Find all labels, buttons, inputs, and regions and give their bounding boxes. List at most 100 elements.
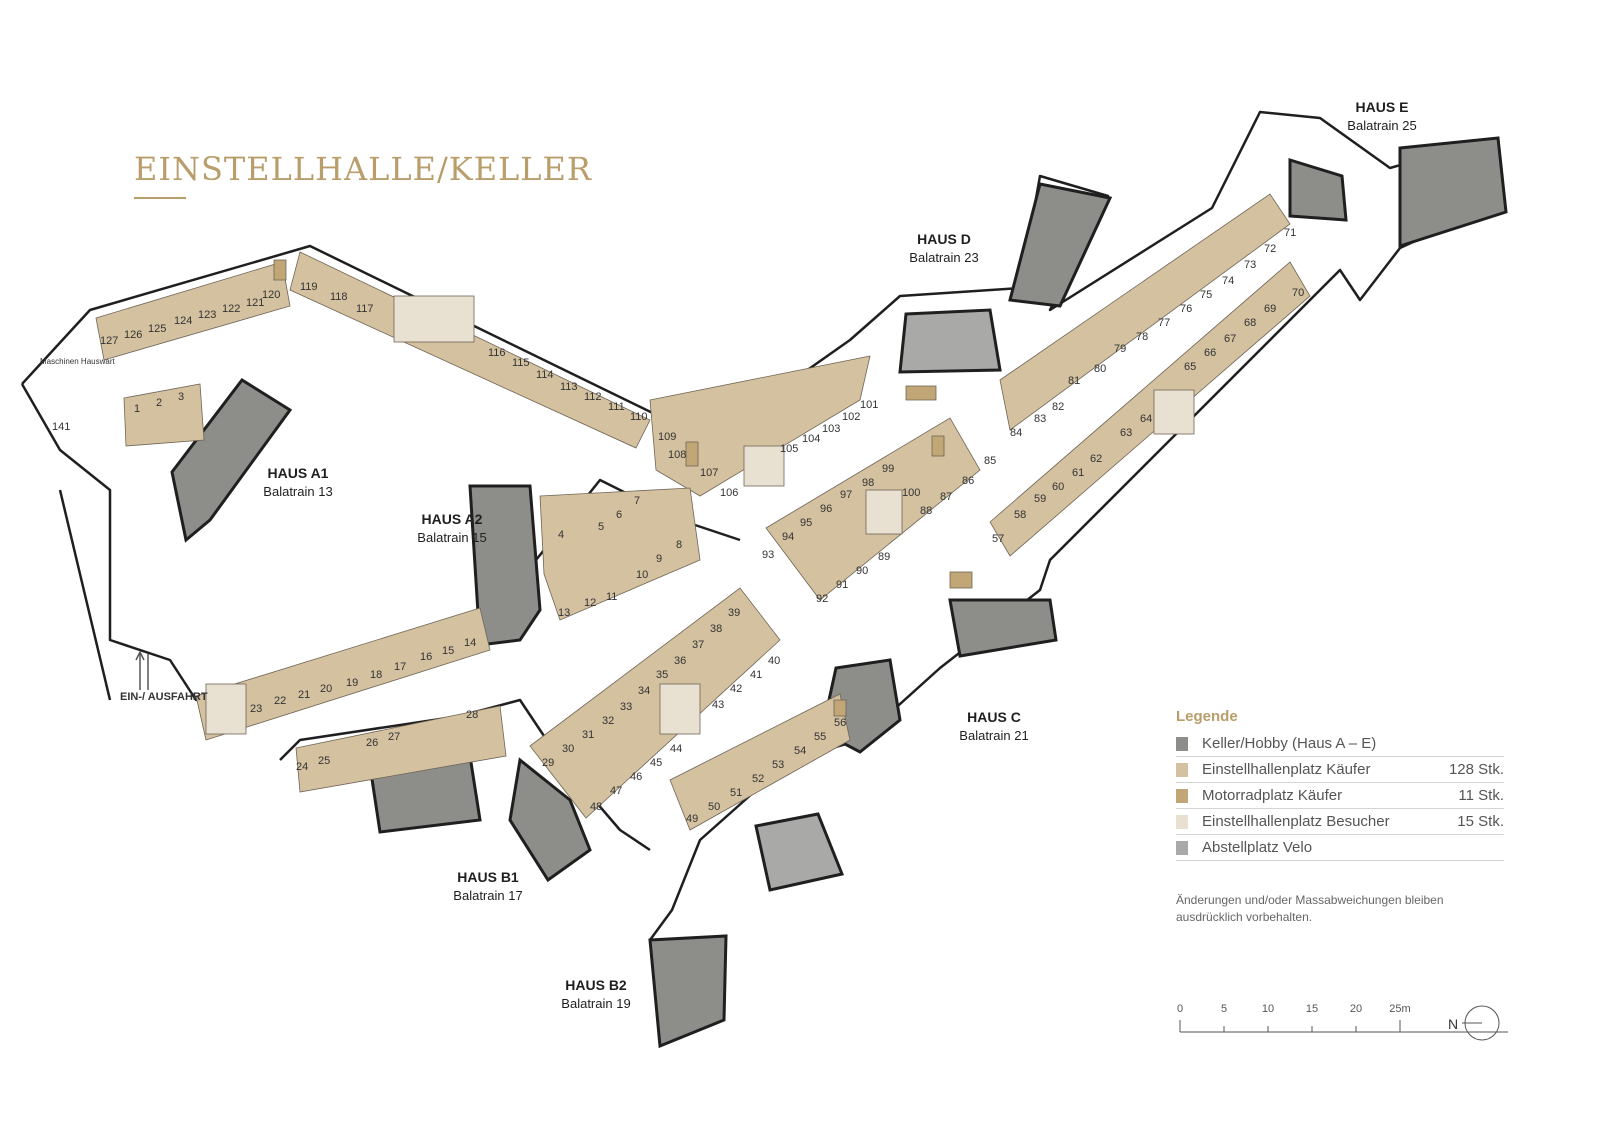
spot-label: 38 bbox=[710, 623, 722, 635]
spot-label: 64 bbox=[1140, 413, 1152, 425]
spot-label: 19 bbox=[346, 677, 358, 689]
spot-label: 93 bbox=[762, 549, 774, 561]
spot-label: 14 bbox=[464, 637, 476, 649]
spot-label: 102 bbox=[842, 411, 860, 423]
spot-label: 122 bbox=[222, 303, 240, 315]
legend-label: Einstellhallenplatz Käufer bbox=[1202, 761, 1371, 778]
keller-haus-d2 bbox=[898, 308, 1002, 374]
spot-label: 95 bbox=[800, 517, 812, 529]
keller-haus-e2 bbox=[1288, 157, 1348, 222]
house-d-address: Balatrain 23 bbox=[909, 250, 978, 265]
house-b1-name: HAUS B1 bbox=[457, 869, 519, 885]
spot-label: 12 bbox=[584, 597, 596, 609]
scale-tick-label: 15 bbox=[1306, 1003, 1318, 1015]
spot-label: 15 bbox=[442, 645, 454, 657]
spot-label: 121 bbox=[246, 297, 264, 309]
house-d-name: HAUS D bbox=[917, 231, 971, 247]
special-spots bbox=[205, 259, 1195, 735]
spot-numbers: 1 2 3 141 127 126 125 124 123 122 121 12… bbox=[52, 227, 1304, 825]
spot-label: 10 bbox=[636, 569, 648, 581]
spot-label: 119 bbox=[300, 281, 318, 293]
disclaimer-note: Änderungen und/oder Massabweichungen ble… bbox=[1176, 893, 1444, 924]
spot-label: 104 bbox=[802, 433, 820, 445]
band-29-48 bbox=[529, 587, 781, 819]
spot-label: 106 bbox=[720, 487, 738, 499]
spot-label: 54 bbox=[794, 745, 806, 757]
spot-label: 84 bbox=[1010, 427, 1022, 439]
spot-label: 74 bbox=[1222, 275, 1234, 287]
legend-row-motorrad: Motorradplatz Käufer 11 Stk. bbox=[1176, 783, 1504, 809]
keller-haus-e bbox=[1398, 136, 1508, 249]
spot-label: 83 bbox=[1034, 413, 1046, 425]
legend-count: 128 Stk. bbox=[1448, 761, 1504, 778]
spot-label: 68 bbox=[1244, 317, 1256, 329]
motorrad-138 bbox=[273, 259, 287, 281]
keller-haus-a1 bbox=[170, 378, 293, 543]
spot-label: 69 bbox=[1264, 303, 1276, 315]
house-c-name: HAUS C bbox=[967, 709, 1021, 725]
spot-label: 81 bbox=[1068, 375, 1080, 387]
spot-label: 113 bbox=[560, 381, 578, 393]
band-49-56 bbox=[669, 693, 851, 831]
spot-label: 32 bbox=[602, 715, 614, 727]
spot-label: 66 bbox=[1204, 347, 1216, 359]
spot-label: 50 bbox=[708, 801, 720, 813]
legend-count: 11 Stk. bbox=[1458, 787, 1504, 804]
spot-label: 61 bbox=[1072, 467, 1084, 479]
scale-bar: 0 5 10 15 20 25m bbox=[1177, 1003, 1508, 1033]
house-b1-address: Balatrain 17 bbox=[453, 888, 522, 903]
band-24-28 bbox=[295, 705, 507, 793]
spot-label: 55 bbox=[814, 731, 826, 743]
spot-label: 60 bbox=[1052, 481, 1064, 493]
spot-label: 53 bbox=[772, 759, 784, 771]
spot-label: 34 bbox=[638, 685, 650, 697]
spot-label: 117 bbox=[356, 303, 374, 315]
spot-label: 72 bbox=[1264, 243, 1276, 255]
band-1-3 bbox=[123, 383, 205, 447]
spot-label: 28 bbox=[466, 709, 478, 721]
house-a1-address: Balatrain 13 bbox=[263, 484, 332, 499]
besucher-a bbox=[393, 295, 475, 343]
spot-label: 107 bbox=[700, 467, 718, 479]
spot-label: 7 bbox=[634, 495, 640, 507]
besucher-b1 bbox=[205, 683, 247, 735]
spot-label: 127 bbox=[100, 335, 118, 347]
spot-label: 22 bbox=[274, 695, 286, 707]
spot-label: 2 bbox=[156, 397, 162, 409]
spot-label: 94 bbox=[782, 531, 794, 543]
spot-label: 37 bbox=[692, 639, 704, 651]
spot-label: 87 bbox=[940, 491, 952, 503]
spot-label: 36 bbox=[674, 655, 686, 667]
spot-label: 27 bbox=[388, 731, 400, 743]
spot-label: 51 bbox=[730, 787, 742, 799]
house-e-address: Balatrain 25 bbox=[1347, 118, 1416, 133]
scale-tick-label: 25m bbox=[1389, 1003, 1410, 1015]
besucher-b2 bbox=[659, 683, 701, 735]
motorrad-132 bbox=[931, 435, 945, 457]
spot-label: 17 bbox=[394, 661, 406, 673]
spot-label: 97 bbox=[840, 489, 852, 501]
spot-label: 6 bbox=[616, 509, 622, 521]
legend-row-keller: Keller/Hobby (Haus A – E) bbox=[1176, 731, 1504, 757]
spot-label: 43 bbox=[712, 699, 724, 711]
motorrad-128 bbox=[833, 699, 847, 717]
spot-label: 49 bbox=[686, 813, 698, 825]
spot-label: 35 bbox=[656, 669, 668, 681]
spot-label: 100 bbox=[902, 487, 920, 499]
spot-label: 3 bbox=[178, 391, 184, 403]
legend-swatch bbox=[1176, 736, 1188, 751]
spot-label: 91 bbox=[836, 579, 848, 591]
spot-label: 108 bbox=[668, 449, 686, 461]
spot-label: 98 bbox=[862, 477, 874, 489]
spot-label: 42 bbox=[730, 683, 742, 695]
legend: Legende Keller/Hobby (Haus A – E) Einste… bbox=[1176, 708, 1504, 861]
motorrad-136 bbox=[685, 441, 699, 467]
spot-label: 1 bbox=[134, 403, 140, 415]
title-underline bbox=[134, 197, 186, 199]
spot-label: 13 bbox=[558, 607, 570, 619]
spot-label: 80 bbox=[1094, 363, 1106, 375]
spot-label: 70 bbox=[1292, 287, 1304, 299]
spot-label: 56 bbox=[834, 717, 846, 729]
spot-label: 30 bbox=[562, 743, 574, 755]
